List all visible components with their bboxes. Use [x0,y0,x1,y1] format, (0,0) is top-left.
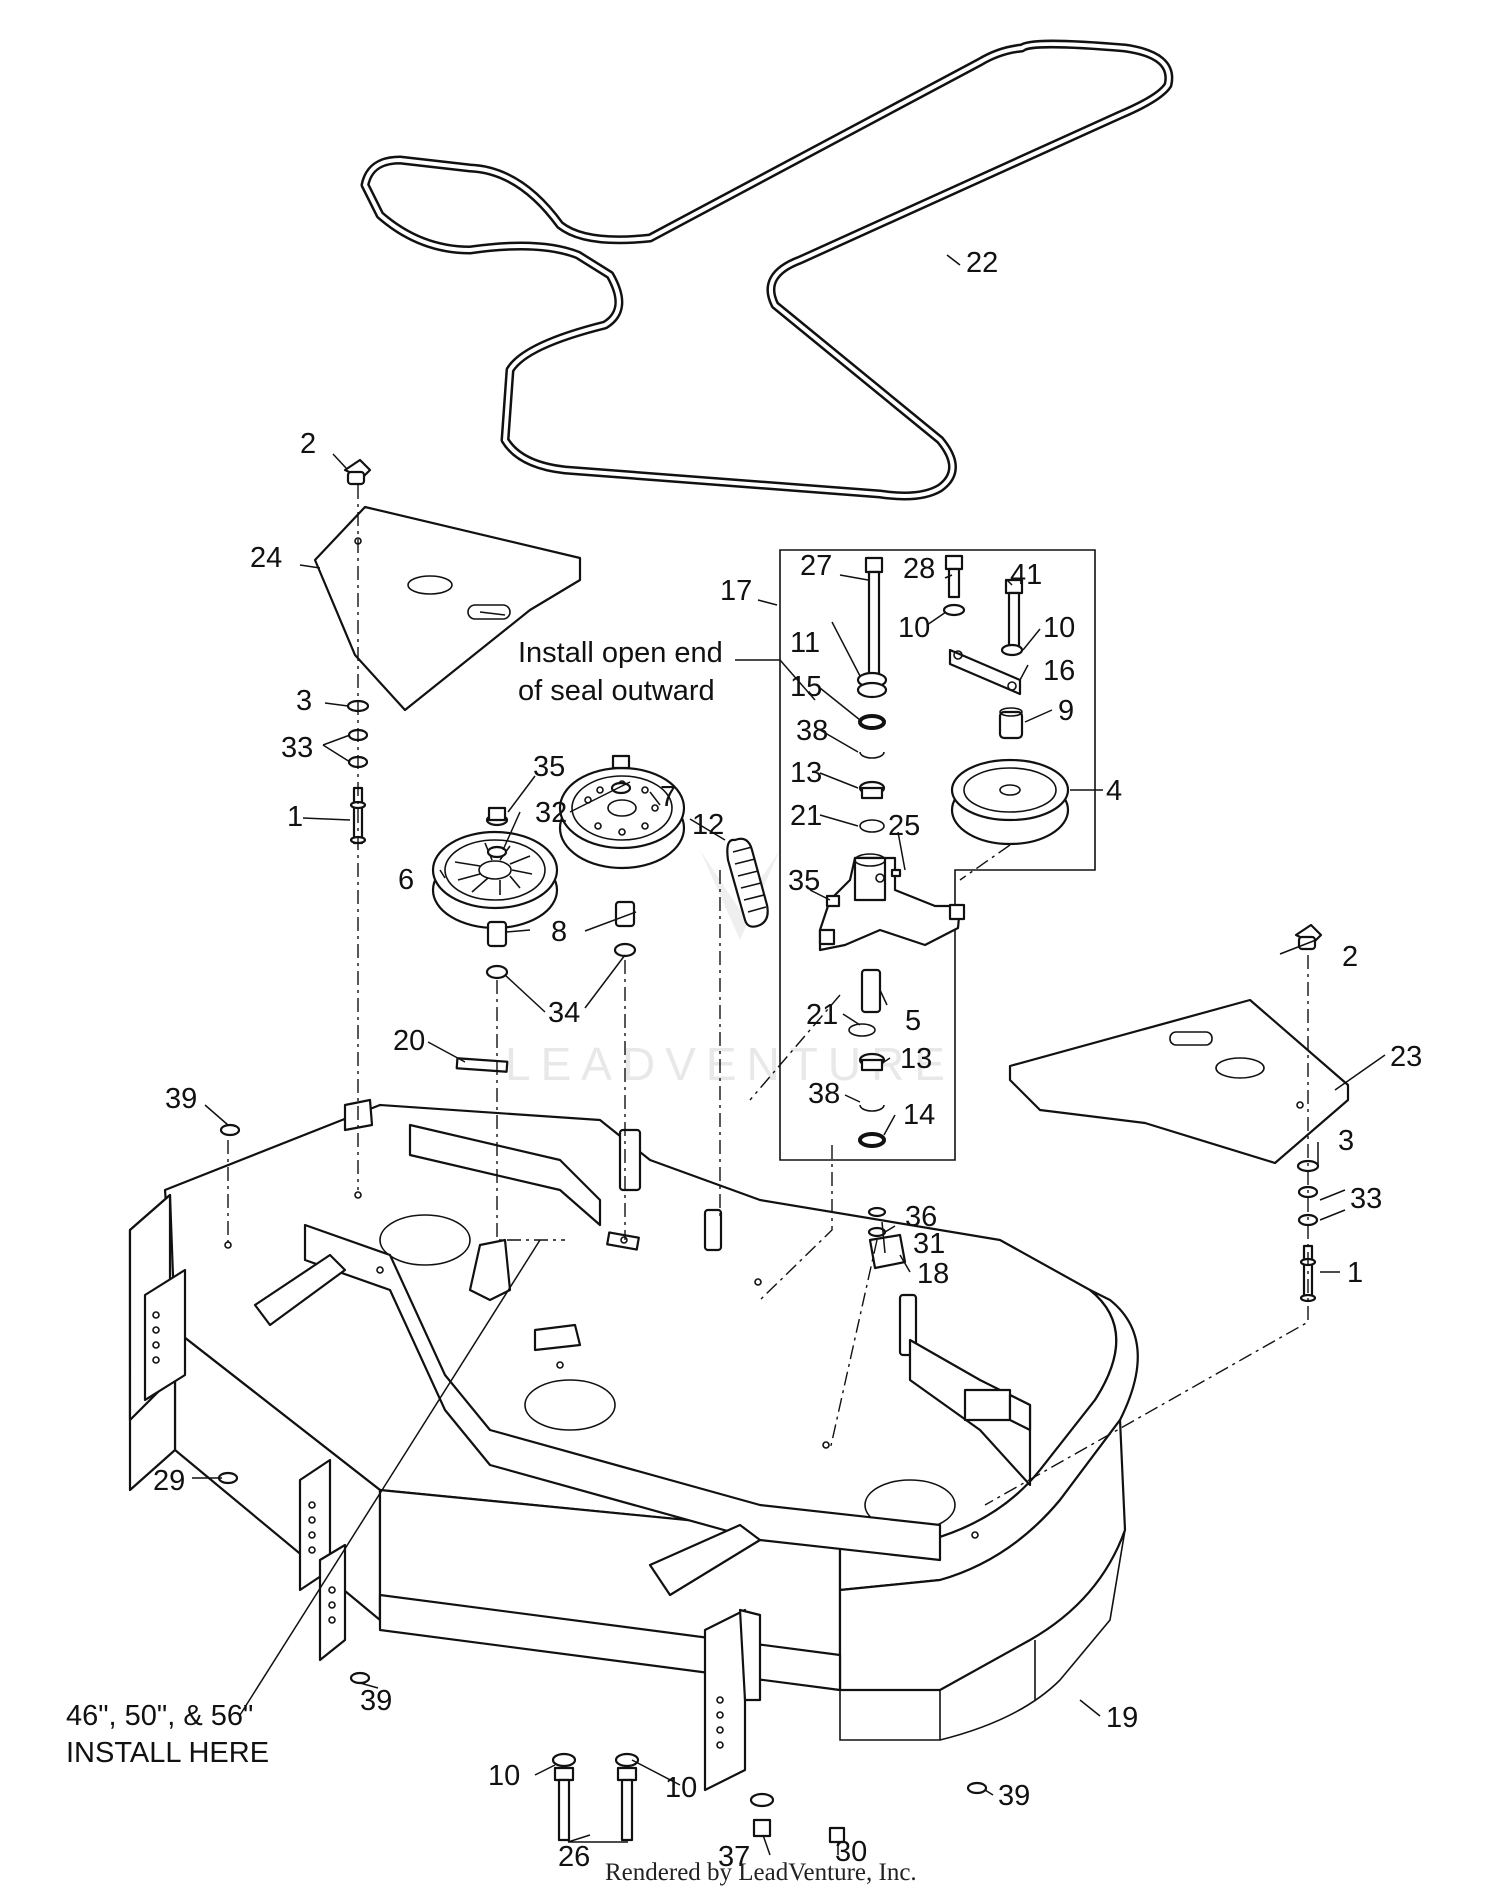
idler-pivot-bracket [818,853,966,952]
install-note-line-2: INSTALL HERE [66,1737,269,1769]
callout-10-d: 10 [665,1772,697,1804]
callout-2-right: 2 [1342,941,1358,973]
tension-spring [726,837,769,928]
callout-36: 36 [905,1201,937,1233]
callout-12: 12 [692,809,724,841]
callout-21-lower: 21 [806,999,838,1031]
callout-30: 30 [835,1836,867,1868]
seal-note-line-2: of seal outward [518,675,715,707]
callout-39-front: 39 [360,1685,392,1717]
callout-3-right: 3 [1338,1125,1354,1157]
left-belt-shield [313,505,582,712]
idler-assembly-box [779,549,1096,1161]
install-note-line-1: 46", 50", & 56" [66,1700,253,1732]
idler-pulley-7 [558,766,686,870]
right-belt-shield [1008,998,1350,1165]
callout-5: 5 [905,1005,921,1037]
callout-9: 9 [1058,695,1074,727]
callout-10-b: 10 [1043,612,1075,644]
bolt-28 [944,554,964,599]
nut-35a-hex [487,806,507,822]
callout-3-left: 3 [296,685,312,717]
callout-39-right: 39 [998,1780,1030,1812]
callout-labels: 2 24 3 33 1 22 17 27 28 41 10 10 11 16 1… [153,247,1422,1873]
callout-13-lower: 13 [900,1043,932,1075]
assembly-lines [227,485,1309,1506]
callout-37: 37 [718,1841,750,1873]
bearing-stack-lower [848,968,886,1148]
callout-10-a: 10 [898,612,930,644]
callout-31: 31 [913,1228,945,1260]
callout-1-left: 1 [287,801,303,833]
knob-right [1294,923,1323,951]
callout-21-upper: 21 [790,800,822,832]
callout-28: 28 [903,553,935,585]
callout-20: 20 [393,1025,425,1057]
mower-deck [128,1098,1139,1792]
callout-35-center: 35 [788,865,820,897]
bushing-9 [998,707,1024,740]
callout-15: 15 [790,671,822,703]
callout-6: 6 [398,864,414,896]
idler-arm [948,648,1022,696]
callout-38-lower: 38 [808,1078,840,1110]
callout-14: 14 [903,1099,935,1131]
callout-4: 4 [1106,775,1122,807]
callout-29: 29 [153,1465,185,1497]
nut-35b [611,754,631,770]
idler-pulley [950,758,1070,846]
spacers-8 [486,900,636,948]
knob-left [343,458,372,486]
watermark-text: LEADVENTURE [505,1038,955,1090]
callout-18: 18 [917,1258,949,1290]
callout-19: 19 [1106,1702,1138,1734]
callout-23: 23 [1390,1041,1422,1073]
callout-33-right: 33 [1350,1183,1382,1215]
washer-10b [1000,643,1024,657]
callout-1-right: 1 [1347,1257,1363,1289]
callout-38-upper: 38 [796,715,828,747]
notes: Install open end of seal outward 46", 50… [66,637,723,1769]
seal-note-line-1: Install open end [518,637,723,669]
washers-34 [485,942,637,980]
deck-holes [224,1191,979,1539]
washer-32b [610,781,632,795]
callout-11: 11 [790,627,820,659]
footer-credit: Rendered by LeadVenture, Inc. [605,1859,917,1886]
deck-belt [360,39,1174,501]
callout-41: 41 [1010,559,1042,591]
callout-17: 17 [720,575,752,607]
bolt-27 [864,556,884,689]
idler-pulley-6 [431,830,559,930]
washer-10a [942,603,966,617]
callout-32: 32 [535,797,567,829]
callout-24: 24 [250,542,282,574]
callout-13-upper: 13 [790,757,822,789]
callout-27: 27 [800,550,832,582]
callout-34: 34 [548,997,580,1029]
washer-32a [486,845,508,859]
callout-39-left: 39 [165,1083,197,1115]
bottom-hardware [217,1123,988,1844]
callout-10-c: 10 [488,1760,520,1792]
callout-8: 8 [551,916,567,948]
callout-26: 26 [558,1841,590,1873]
callout-35-left: 35 [533,751,565,783]
bearing-stack-upper [856,671,888,833]
callout-16: 16 [1043,655,1075,687]
callout-25: 25 [888,810,920,842]
callout-2-left: 2 [300,428,316,460]
wear-strip-20 [455,1057,509,1073]
callout-33-left: 33 [281,732,313,764]
callout-7: 7 [660,781,676,813]
leader-lines [192,254,1386,1856]
bracket-holes [152,1311,724,1749]
callout-22: 22 [966,247,998,279]
